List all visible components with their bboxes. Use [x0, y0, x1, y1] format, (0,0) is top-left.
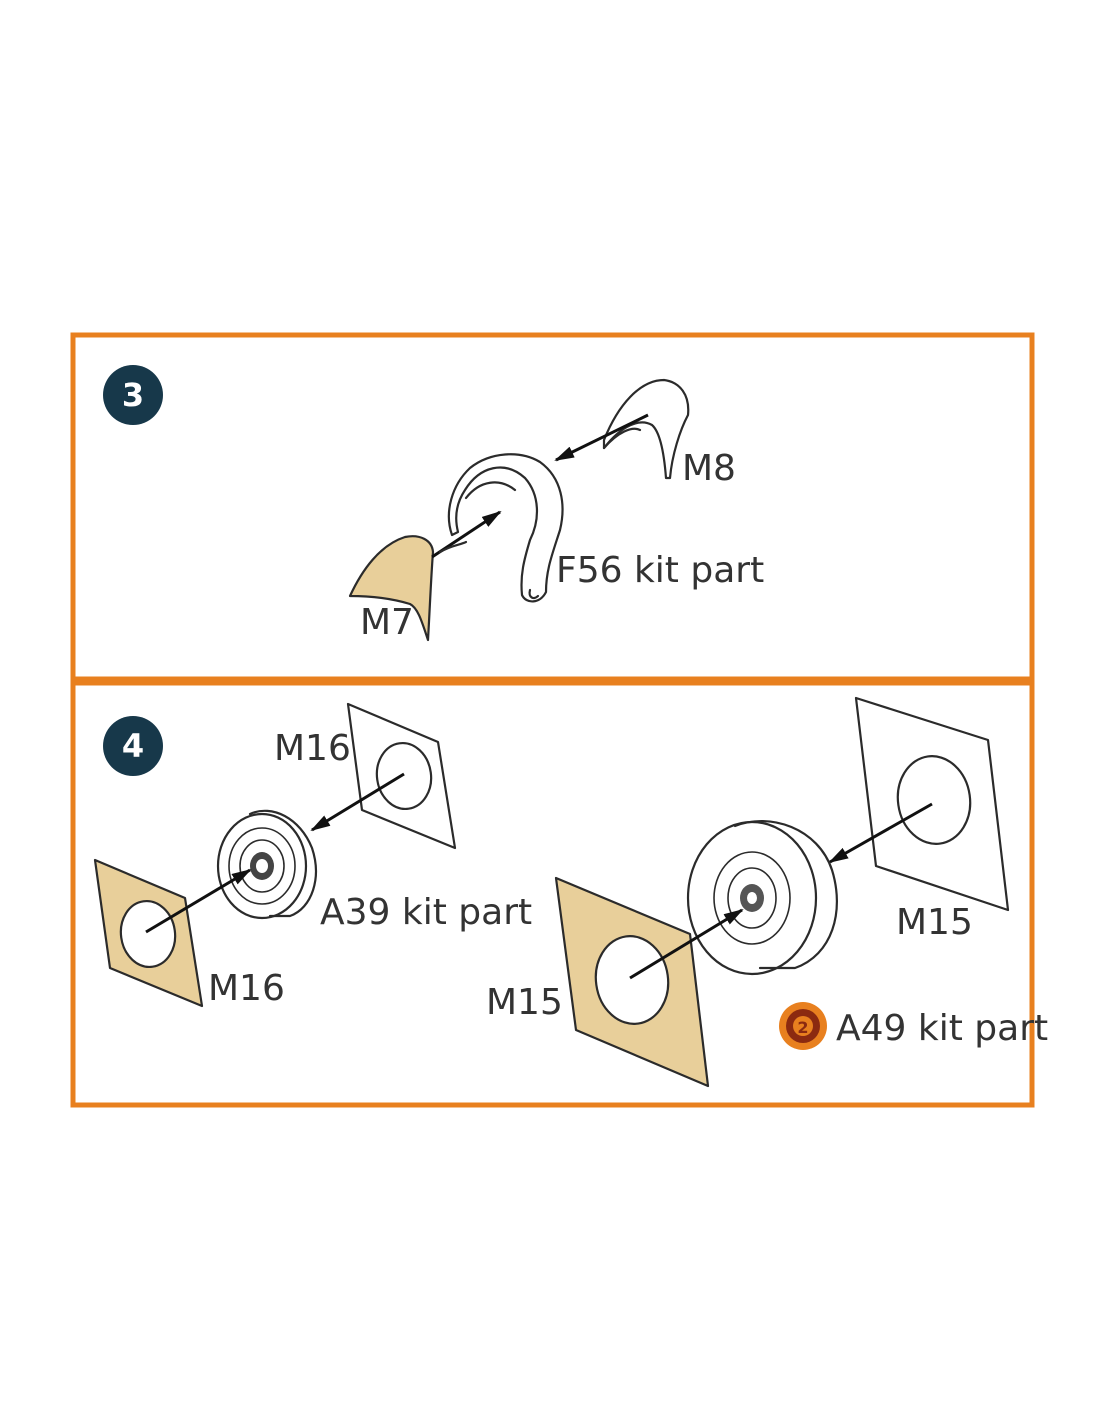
- label-a39: A39 kit part: [320, 892, 532, 933]
- step-4-badge: 4: [103, 716, 163, 776]
- label-m7: M7: [360, 602, 414, 643]
- arrow-m16-bottom-to-wheel: [145, 868, 252, 934]
- part-f56: [447, 453, 564, 603]
- arrow-m16-top-to-wheel: [310, 772, 405, 832]
- arrow-m8-to-f56: [554, 413, 649, 462]
- label-f56: F56 kit part: [556, 550, 764, 591]
- label-m16-top: M16: [274, 728, 351, 769]
- part-a39-wheel: [216, 809, 317, 920]
- step-3-panel: 3 M8 F56 kit part M7: [70, 332, 1035, 682]
- part-a49-wheel: [686, 819, 839, 976]
- label-m15-right: M15: [896, 902, 973, 943]
- part-m7: [348, 535, 435, 642]
- part-m8: [602, 378, 690, 480]
- step-3-number: 3: [122, 376, 144, 414]
- step-4-number: 4: [122, 727, 144, 765]
- label-m15-left: M15: [486, 982, 563, 1023]
- circled-number-2-icon: 2: [779, 1002, 827, 1050]
- part-m16-bottom: [93, 858, 204, 1008]
- step-4-frame: [70, 680, 1035, 1108]
- arrow-m15-right-to-wheel: [828, 802, 933, 864]
- step-3-badge: 3: [103, 365, 163, 425]
- circled-number-2-text: 2: [797, 1018, 808, 1037]
- part-m15-left: [554, 876, 710, 1088]
- label-a49: A49 kit part: [836, 1008, 1048, 1049]
- arrow-m15-left-to-wheel: [629, 908, 744, 980]
- part-m16-top: [346, 702, 457, 850]
- step-4-panel: 4 M16 A39 kit part M16: [70, 680, 1048, 1108]
- step-3-frame: [70, 332, 1035, 682]
- label-m8: M8: [682, 448, 736, 489]
- label-m16-bottom: M16: [208, 968, 285, 1009]
- part-m15-right: [854, 696, 1010, 912]
